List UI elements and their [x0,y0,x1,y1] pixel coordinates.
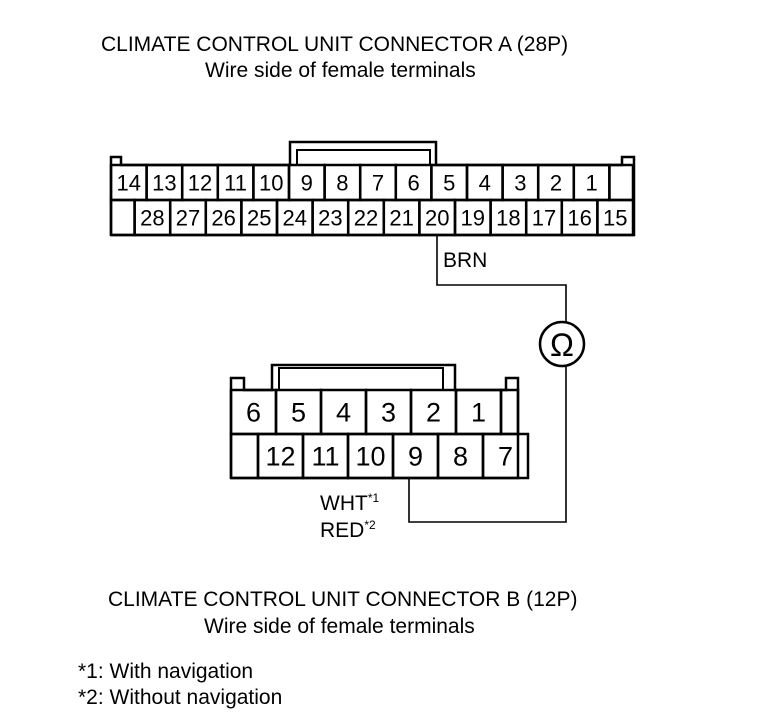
connector-a-pin-15: 15 [603,205,627,230]
connector-b-pin-7: 7 [498,442,513,472]
connector-a-pin-24: 24 [283,205,307,230]
connector-b-pin-1: 1 [471,398,486,428]
connector-a-pin-18: 18 [496,205,520,230]
connector-b-pin-9: 9 [408,442,423,472]
connector-b-pin-11: 11 [311,442,339,472]
connector-a-pin-28: 28 [140,205,164,230]
connector-a-pin-27: 27 [176,205,200,230]
connector-a-pin-13: 13 [152,170,176,195]
connector-a-pin-12: 12 [188,170,212,195]
connector-b-pin-8: 8 [453,442,468,472]
connector-a-subtitle: Wire side of female terminals [205,59,476,82]
connector-b-pin-4: 4 [336,398,351,428]
connector-b-subtitle: Wire side of female terminals [204,615,475,638]
connector-a-pin-9: 9 [301,170,313,195]
connector-a-pin-7: 7 [372,170,384,195]
connector-a-pin-4: 4 [479,170,491,195]
connector-b-pin-6: 6 [246,398,261,428]
connector-a-housing [109,140,636,237]
ohmmeter-icon [538,320,586,368]
wire-color-brn: BRN [443,249,487,272]
connector-a-pin-6: 6 [407,170,419,195]
connector-b-blank-cell-top [499,388,520,436]
connector-b-pin-2: 2 [426,398,441,428]
connector-a-pin-17: 17 [532,205,556,230]
connector-a-pin-20: 20 [425,205,449,230]
connector-b-pin-10: 10 [355,442,385,472]
connector-a-pin-23: 23 [318,205,342,230]
ohm-symbol: Ω [550,327,574,363]
connector-b-pin-3: 3 [381,398,396,428]
connector-b-pin-5: 5 [291,398,306,428]
test-lead-a [436,235,567,322]
connector-a-pin-21: 21 [389,205,413,230]
connector-b-lock-tab [278,367,444,391]
wire-label-wht: WHT*1 [320,491,379,515]
connector-a-pin-10: 10 [259,170,283,195]
connector-b-title: CLIMATE CONTROL UNIT CONNECTOR B (12P) [108,588,578,611]
connector-a-title: CLIMATE CONTROL UNIT CONNECTOR A (28P) [101,33,569,56]
connector-b-blank-cell-bottom [229,432,260,480]
connector-a-cell-15 [596,198,635,237]
connector-a-pin-25: 25 [247,205,271,230]
wire-label-red: RED*2 [320,518,376,542]
footnote-2: *2: Without navigation [78,686,283,709]
connector-a-lock-tab [296,149,431,166]
connector-a-blank-cell-bottom [109,198,136,237]
connector-b-pin-12: 12 [265,442,295,472]
connector-a-pin-5: 5 [443,170,455,195]
connector-b-cell-7 [481,432,530,480]
connector-a-pin-16: 16 [567,205,591,230]
footnote-1: *1: With navigation [78,660,254,683]
connector-a-pin-19: 19 [461,205,485,230]
connector-a-pin-26: 26 [211,205,235,230]
connector-a-pin-2: 2 [550,170,562,195]
test-lead-b [408,367,567,523]
connector-a-blank-cell-top [608,163,635,202]
connector-a-pin-14: 14 [117,170,141,195]
connector-a-pin-8: 8 [336,170,348,195]
connector-a-pin-3: 3 [514,170,526,195]
connector-b-housing [229,363,520,480]
connector-a-pin-1: 1 [585,170,597,195]
connector-a-pin-22: 22 [354,205,378,230]
connector-a-pin-11: 11 [224,170,247,195]
